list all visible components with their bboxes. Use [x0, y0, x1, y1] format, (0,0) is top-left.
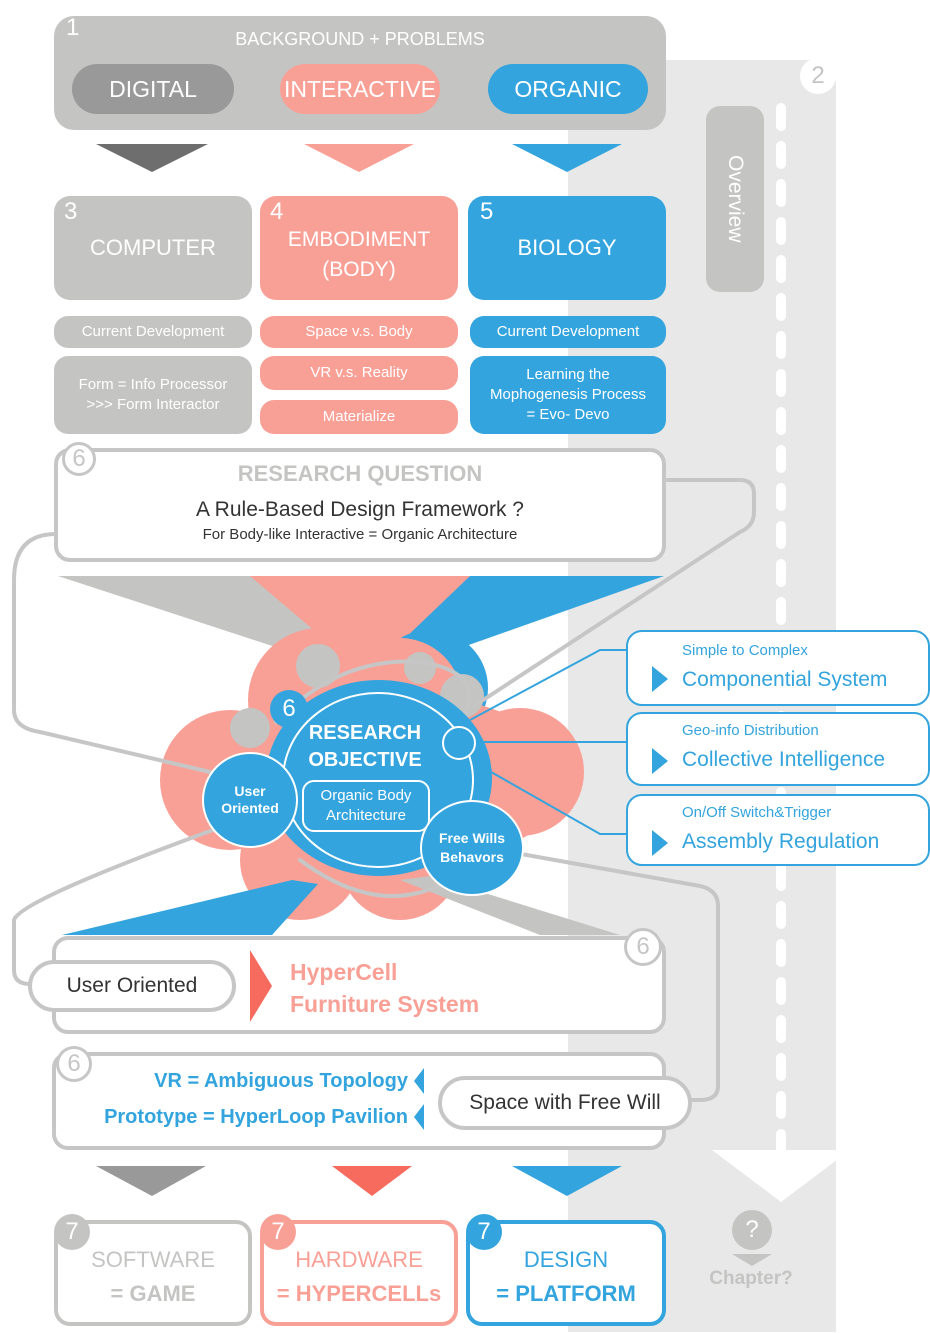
objective-box-componential: Simple to Complex Componential System [626, 630, 930, 706]
space-with-free-will-pill: Space with Free Will [438, 1076, 692, 1130]
objective-title: RESEARCH OBJECTIVE [308, 722, 422, 771]
arrow-digital [96, 144, 208, 172]
output-software-top: SOFTWARE [91, 1247, 215, 1272]
computer-item-current-development: Current Development [54, 316, 252, 348]
chevron-left-icon [414, 1068, 424, 1094]
pill-digital: DIGITAL [72, 64, 234, 114]
arrow-hardware [332, 1166, 412, 1196]
overview-label-box: Overview [706, 106, 764, 292]
column-embodiment-title: EMBODIMENT (BODY) [287, 228, 431, 281]
arrow-software [96, 1166, 206, 1196]
pill-interactive: INTERACTIVE [280, 64, 440, 114]
output-design-top: DESIGN [523, 1247, 609, 1272]
pill-organic: ORGANIC [488, 64, 648, 114]
output-hardware-number: 7 [260, 1214, 296, 1250]
column-computer-number: 3 [64, 198, 78, 225]
objective-box-assembly: On/Off Switch&Trigger Assembly Regulatio… [626, 794, 930, 866]
vr-number: 6 [56, 1046, 92, 1082]
biology-item-learning: Learning the Mophogenesis Process = Evo-… [470, 356, 666, 434]
overview-label: Overview [724, 155, 747, 243]
objective-box-assembly-small: On/Off Switch&Trigger [682, 804, 832, 821]
objective-box-componential-large: Componential System [682, 668, 888, 691]
column-biology-title: BIOLOGY [517, 235, 617, 260]
column-biology-number: 5 [480, 198, 494, 225]
embodiment-item-vr: VR v.s. Reality [260, 356, 458, 390]
play-icon [652, 748, 668, 774]
arrow-design [512, 1166, 622, 1196]
output-hardware-top: HARDWARE [295, 1247, 423, 1272]
embodiment-item-materialize: Materialize [260, 400, 458, 434]
objective-center-label: Organic Body Architecture [302, 780, 430, 832]
play-icon [652, 830, 668, 856]
output-software-number: 7 [54, 1214, 90, 1250]
arrow-interactive [304, 144, 414, 172]
objective-free-wills: Free Wills Behavors [420, 800, 524, 896]
output-design: 7 DESIGN = PLATFORM [466, 1214, 666, 1326]
research-question-main: A Rule-Based Design Framework ? [196, 498, 524, 521]
objective-number-badge: 6 [270, 690, 308, 728]
computer-item-form: Form = Info Processor >>> Form Interacto… [54, 356, 252, 434]
output-software-bottom: = GAME [110, 1281, 196, 1306]
background-panel: 1 BACKGROUND + PROBLEMS DIGITAL INTERACT… [54, 16, 666, 130]
hypercell-title: HyperCell Furniture System [290, 959, 480, 1017]
objective-box-collective: Geo-info Distribution Collective Intelli… [626, 712, 930, 786]
biology-item-current-development: Current Development [470, 316, 666, 348]
chapter-label: Chapter? [709, 1268, 793, 1289]
chapter-arrow-icon [732, 1254, 772, 1266]
output-hardware: 7 HARDWARE = HYPERCELLs [260, 1214, 458, 1326]
research-question-title: RESEARCH QUESTION [237, 461, 483, 486]
column-computer-title: COMPUTER [90, 235, 216, 260]
play-icon [652, 666, 668, 692]
objective-box-componential-small: Simple to Complex [682, 642, 808, 659]
output-design-number: 7 [466, 1214, 502, 1250]
background-title: BACKGROUND + PROBLEMS [235, 28, 485, 49]
chevron-right-icon [250, 950, 272, 1022]
research-question-number: 6 [62, 442, 96, 476]
hypercell-number: 6 [624, 928, 662, 966]
research-question-sub: For Body-like Interactive = Organic Arch… [202, 525, 518, 543]
objective-box-collective-large: Collective Intelligence [682, 748, 886, 771]
hypercell-user-oriented-pill: User Oriented [28, 960, 236, 1012]
question-icon: ? [732, 1210, 772, 1250]
output-hardware-bottom: = HYPERCELLs [276, 1281, 442, 1306]
objective-box-collective-small: Geo-info Distribution [682, 722, 819, 739]
arrow-organic [512, 144, 622, 172]
objective-user-oriented: User Oriented [202, 752, 298, 848]
overview-number: 2 [800, 58, 836, 94]
chevron-left-icon [414, 1104, 424, 1130]
output-software: 7 SOFTWARE = GAME [54, 1214, 252, 1326]
funnel-salmon [250, 576, 470, 666]
output-design-bottom: = PLATFORM [496, 1281, 636, 1306]
background-number: 1 [66, 14, 80, 41]
column-computer-header: 3 COMPUTER [54, 196, 252, 300]
column-biology-header: 5 BIOLOGY [468, 196, 666, 300]
funnel-bottom-blue [62, 880, 318, 935]
objective-box-assembly-large: Assembly Regulation [682, 830, 880, 853]
embodiment-item-space: Space v.s. Body [260, 316, 458, 348]
column-embodiment-number: 4 [270, 198, 284, 225]
timeline-arrow-head [712, 1150, 850, 1202]
objective-small-node [442, 726, 476, 760]
vr-line-prototype: Prototype = HyperLoop Pavilion [104, 1106, 408, 1128]
research-question-box: RESEARCH QUESTION A Rule-Based Design Fr… [54, 448, 666, 562]
vr-line-topology: VR = Ambiguous Topology [154, 1070, 408, 1092]
column-embodiment-header: 4 EMBODIMENT (BODY) [260, 196, 458, 300]
